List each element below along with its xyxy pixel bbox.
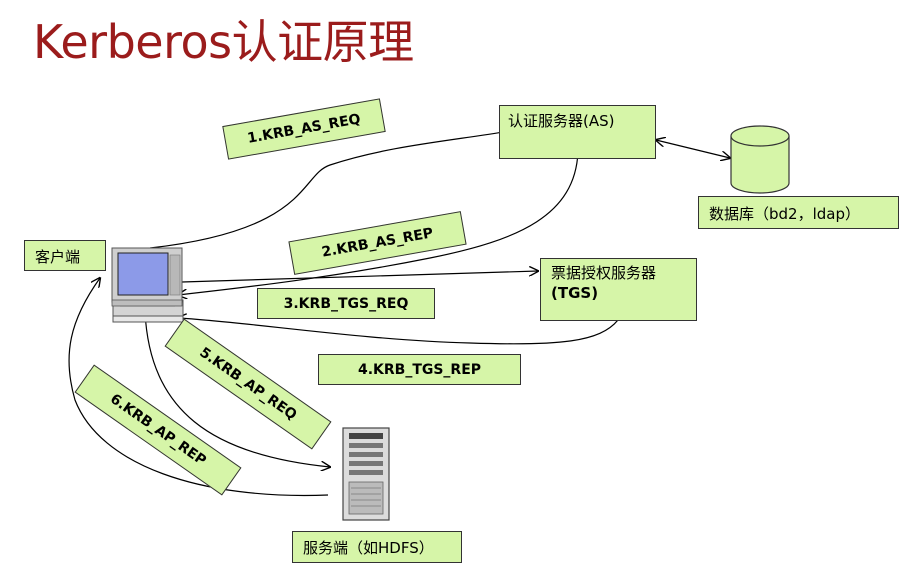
arrow-ap-rep — [68, 278, 329, 497]
database-node: 数据库（bd2，ldap） — [698, 196, 899, 229]
client-label: 客户端 — [35, 248, 81, 266]
arrow-tgs-req — [181, 271, 538, 283]
auth-server-node: 认证服务器(AS) — [499, 105, 656, 159]
msg-tgs-req: 3.KRB_TGS_REQ — [257, 288, 435, 319]
arrow-as-rep — [178, 151, 579, 295]
server-tower-icon — [342, 427, 390, 521]
arrow-tgs-rep — [178, 318, 619, 345]
database-label: 数据库（bd2，ldap） — [709, 205, 860, 223]
client-node: 客户端 — [24, 240, 106, 271]
arrow-as-db — [656, 140, 730, 158]
msg-tgs-rep: 4.KRB_TGS_REP — [318, 354, 521, 385]
client-computer-icon — [111, 247, 184, 323]
tgs-label-line2: (TGS) — [551, 284, 599, 302]
tgs-node: 票据授权服务器 (TGS) — [540, 258, 697, 321]
page-title: Kerberos认证原理 — [33, 15, 414, 69]
server-node: 服务端（如HDFS） — [292, 531, 462, 563]
tgs-label-line1: 票据授权服务器 — [551, 264, 657, 282]
auth-server-label: 认证服务器(AS) — [508, 112, 615, 130]
arrow-ap-req — [144, 311, 330, 467]
database-icon — [730, 125, 790, 194]
server-label: 服务端（如HDFS） — [303, 539, 434, 557]
arrow-as-req — [149, 130, 515, 249]
